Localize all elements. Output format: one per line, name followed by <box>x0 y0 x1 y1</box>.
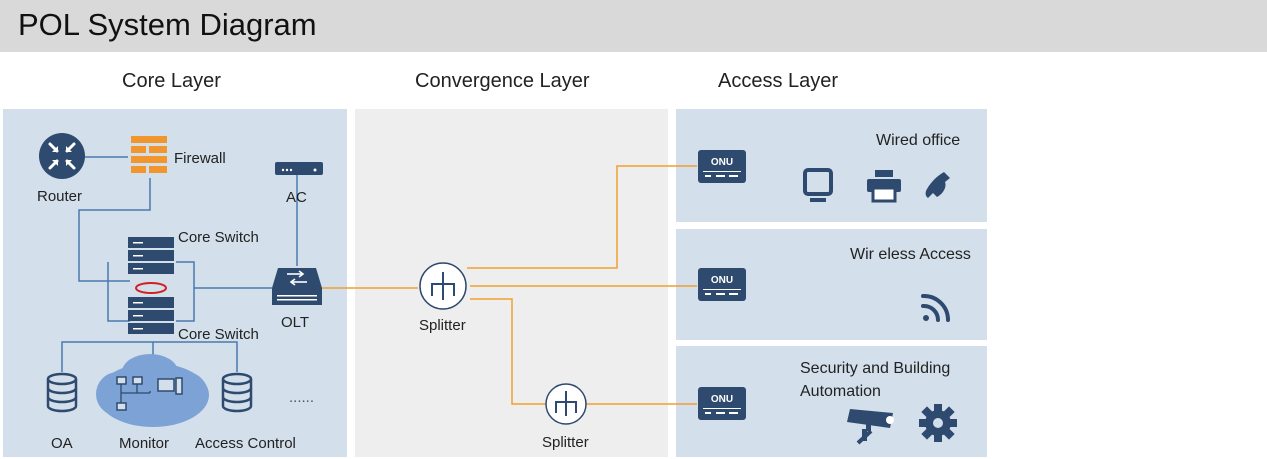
splitter-2-label: Splitter <box>542 434 589 451</box>
splitter-icon <box>419 262 467 310</box>
splitter-icon <box>545 383 587 425</box>
olt-icon <box>272 268 322 305</box>
core-links <box>61 156 298 372</box>
desktop-icon <box>803 168 833 202</box>
database-icon <box>221 372 253 413</box>
onu-label-3: ONU <box>711 394 733 405</box>
splitter-1-label: Splitter <box>419 317 466 334</box>
monitor-cloud-icon <box>96 354 209 427</box>
gear-icon <box>919 404 957 442</box>
onu-icon: ONU <box>698 150 746 183</box>
oa-label: OA <box>51 435 73 452</box>
security-label-line1: Security and Building <box>800 360 951 377</box>
wifi-icon <box>921 294 951 322</box>
core-switch-top-label: Core Switch <box>178 229 259 246</box>
core-switch-icon <box>128 237 174 274</box>
olt-label: OLT <box>281 314 310 331</box>
wireless-access-label: Wir eless Access <box>850 246 971 263</box>
ac-icon <box>275 162 323 175</box>
access-layer-title: Access Layer <box>718 70 839 92</box>
page-title: POL System Diagram <box>18 7 317 42</box>
firewall-label: Firewall <box>174 150 226 167</box>
wired-office-label: Wired office <box>876 132 961 149</box>
phone-icon <box>925 172 950 198</box>
security-label-line2: Automation <box>800 383 881 400</box>
core-layer-title: Core Layer <box>122 70 221 92</box>
onu-label-1: ONU <box>711 157 733 168</box>
convergence-layer-title: Convergence Layer <box>415 70 590 92</box>
fiber-links <box>322 165 697 405</box>
access-control-label: Access Control <box>195 435 296 452</box>
stack-ring-icon <box>135 282 167 294</box>
router-label: Router <box>37 188 83 205</box>
camera-icon <box>847 409 894 445</box>
onu-icon: ONU <box>698 268 746 301</box>
core-switch-icon <box>128 297 174 334</box>
core-switch-bottom-label: Core Switch <box>178 326 259 343</box>
database-icon <box>46 372 78 413</box>
router-icon <box>39 133 85 179</box>
onu-label-2: ONU <box>711 275 733 286</box>
monitor-label: Monitor <box>119 435 170 452</box>
printer-icon <box>867 170 901 203</box>
ac-label: AC <box>286 189 307 206</box>
more-devices-label: ...... <box>289 389 315 406</box>
onu-icon: ONU <box>698 387 746 420</box>
firewall-icon <box>131 136 167 173</box>
title-bar: POL System Diagram <box>0 0 1267 52</box>
